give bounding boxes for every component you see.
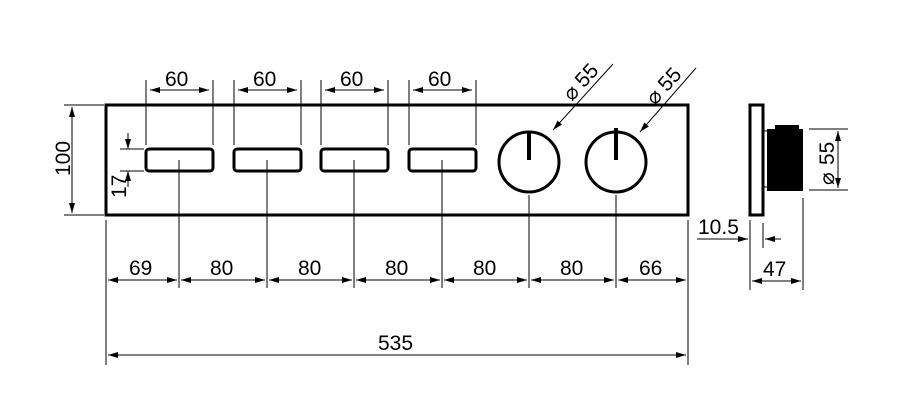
dim-total-width: 535: [378, 332, 413, 355]
dim-height: 100: [52, 141, 75, 176]
dim-spacing-7: 66: [639, 257, 662, 280]
knob-leaders: [552, 63, 697, 133]
dim-spacing-1: 69: [129, 257, 152, 280]
dim-button-width-2: 60: [253, 68, 276, 91]
spacing-dimensions: [105, 160, 689, 365]
dim-spacing-5: 80: [473, 257, 496, 280]
dim-spacing-6: 80: [560, 257, 583, 280]
dim-side-plate-thickness: 10.5: [698, 216, 739, 239]
dim-button-width-3: 60: [340, 68, 363, 91]
side-plate: [748, 103, 765, 217]
dim-spacing-4: 80: [385, 257, 408, 280]
front-plate: [104, 103, 690, 217]
dim-spacing-2: 80: [210, 257, 233, 280]
knobs: [497, 128, 648, 194]
dim-button-width-4: 60: [428, 68, 451, 91]
dim-knob-diameter-1: 55: [571, 59, 604, 92]
side-knob-body: [767, 129, 803, 191]
dim-side-knob-diameter: 55: [816, 142, 839, 165]
button-width-dimensions: [145, 80, 477, 145]
buttons: [144, 147, 478, 173]
dim-spacing-3: 80: [298, 257, 321, 280]
side-dimensions: [697, 128, 848, 290]
dim-side-diameter-symbol: ⌀: [816, 172, 839, 185]
height-dimension: [64, 104, 104, 216]
side-knob-cap: [775, 125, 799, 131]
dim-button-width-1: 60: [165, 68, 188, 91]
dim-button-height: 17: [108, 175, 131, 198]
button-height-dimension: [120, 133, 144, 187]
dim-side-depth: 47: [763, 258, 786, 281]
dim-knob-diameter-2: 55: [654, 63, 687, 96]
